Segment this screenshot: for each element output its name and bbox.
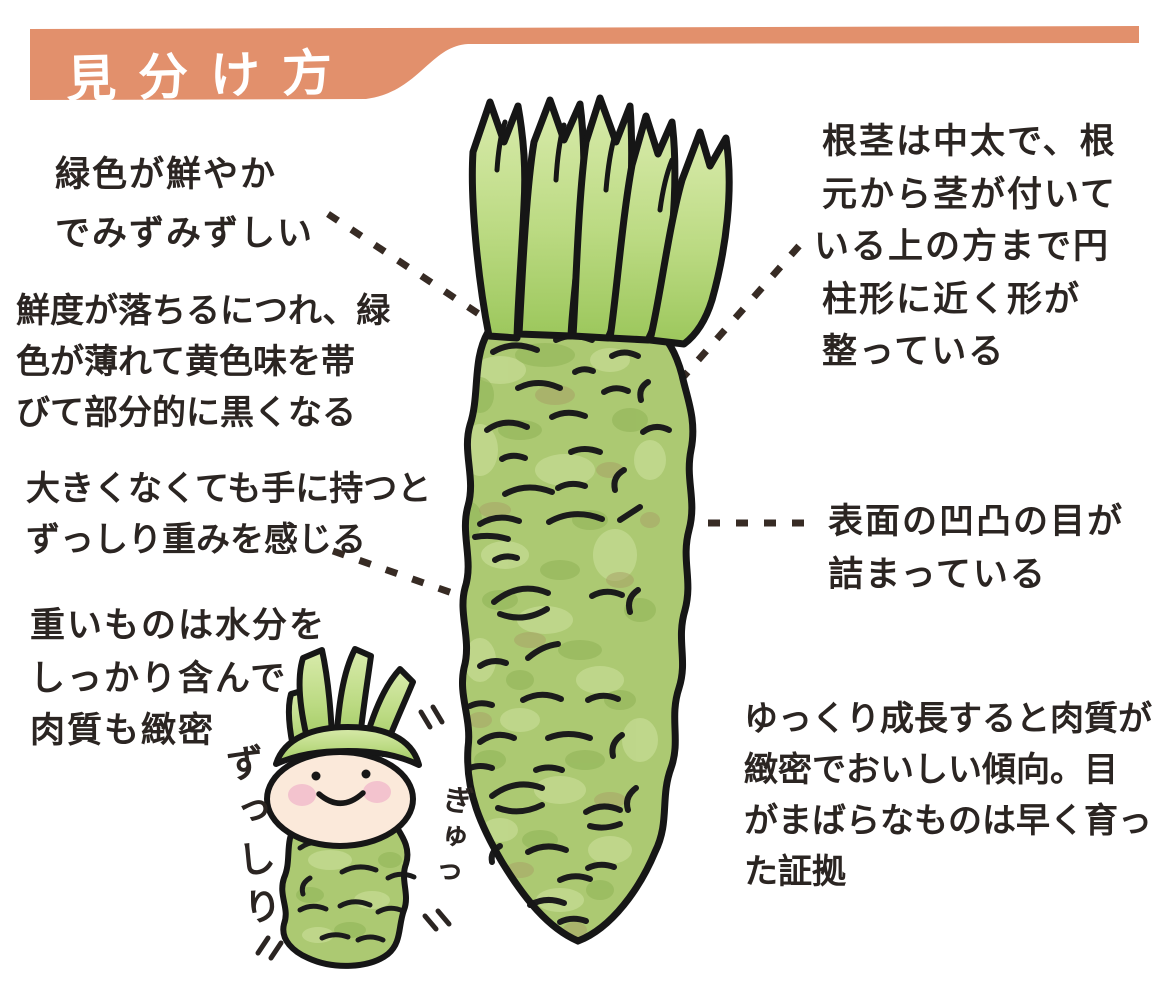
note-slow-growth: ゆっくり成長すると肉質が 緻密でおいしい傾向。目 がまばらなものは早く育っ た証… bbox=[744, 694, 1152, 898]
note-line: 色が薄れて黄色味を帯 bbox=[16, 342, 355, 382]
note-line: 整っている bbox=[822, 332, 1006, 372]
mascot-cheek-left bbox=[288, 784, 316, 806]
note-line: 重いものは水分を bbox=[30, 606, 327, 646]
note-line: でみずみずしい bbox=[55, 213, 315, 254]
wasabi-stems bbox=[468, 94, 733, 348]
mascot-eye-left bbox=[311, 771, 321, 781]
note-line: 肉質も緻密 bbox=[30, 711, 216, 751]
banner-title: 見分け方 bbox=[65, 43, 355, 109]
note-line: 鮮度が落ちるにつれ、緑 bbox=[16, 291, 391, 331]
note-line: がまばらなものは早く育っ bbox=[744, 801, 1152, 841]
mascot-body bbox=[279, 812, 417, 969]
note-vivid-green: 緑色が鮮やか でみずみずしい bbox=[55, 146, 314, 264]
mascot-eye-right bbox=[361, 769, 371, 779]
note-line: ずっしり重みを感じる bbox=[26, 520, 366, 560]
note-cylindrical-shape: 根茎は中太で、根 元から茎が付いて いる上の方まで円 柱形に近く形が 整っている bbox=[814, 116, 1117, 379]
connector-cylindrical-shape bbox=[644, 243, 802, 421]
note-moist-dense: 重いものは水分を しっかり含んで 肉質も緻密 bbox=[30, 600, 326, 758]
mascot-smile bbox=[316, 790, 366, 806]
note-line: 元から茎が付いて bbox=[822, 174, 1117, 215]
note-dense-surface: 表面の凹凸の目が 詰まっている bbox=[828, 496, 1124, 601]
note-line: 緑色が鮮やか bbox=[55, 155, 278, 195]
note-line: ゆっくり成長すると肉質が bbox=[744, 699, 1152, 739]
note-line: びて部分的に黒くなる bbox=[16, 393, 356, 433]
note-line: た証拠 bbox=[744, 852, 846, 892]
mascot-face bbox=[264, 749, 416, 849]
note-line: 表面の凹凸の目が bbox=[828, 502, 1125, 542]
note-line: しっかり含んで bbox=[30, 658, 288, 699]
wasabi-root bbox=[458, 324, 697, 945]
note-line: 緻密でおいしい傾向。目 bbox=[744, 750, 1118, 790]
note-fading-color: 鮮度が落ちるにつれ、緑 色が薄れて黄色味を帯 びて部分的に黒くなる bbox=[16, 286, 390, 439]
mascot-cheek-right bbox=[363, 781, 391, 803]
note-line: 詰まっている bbox=[828, 554, 1047, 595]
note-line: いる上の方まで円 bbox=[814, 227, 1111, 267]
sfx-zusshiri: ずっしり bbox=[217, 741, 285, 938]
note-line: 柱形に近く形が bbox=[822, 279, 1082, 320]
note-line: 根茎は中太で、根 bbox=[822, 122, 1117, 162]
note-feels-heavy: 大きくなくても手に持つと ずっしり重みを感じる bbox=[26, 464, 431, 566]
note-line: 大きくなくても手に持つと bbox=[26, 469, 432, 509]
root-surface-markings bbox=[467, 333, 672, 925]
sfx-gyu: ぎゅっ bbox=[422, 781, 474, 894]
